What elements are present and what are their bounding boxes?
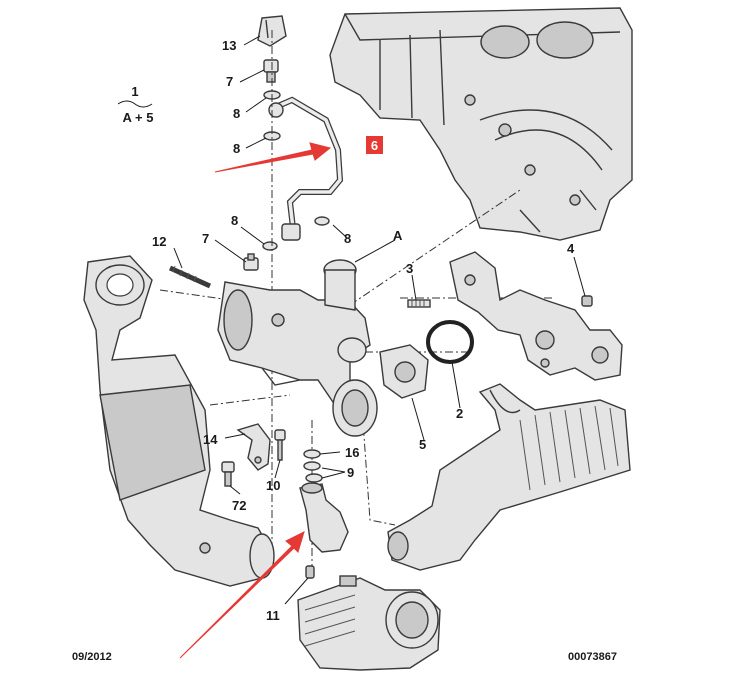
callout-6: 6 [371, 138, 378, 153]
assembly-tilde [117, 100, 153, 108]
callout-4: 4 [567, 241, 575, 256]
callout-3: 3 [406, 261, 413, 276]
callout-8-upper-1: 8 [233, 106, 240, 121]
gasket-ring [426, 320, 474, 364]
callout-8-mid-right: 8 [344, 231, 351, 246]
stud-nut [581, 295, 593, 307]
callout-10: 10 [266, 478, 280, 493]
exhaust-manifold-gasket [449, 251, 623, 381]
callout-labels: 1 A + 5 13 7 8 8 6 8 7 8 A 12 3 4 2 5 14… [117, 38, 575, 623]
callout-A: A [393, 228, 403, 243]
callout-13: 13 [222, 38, 236, 53]
callout-14: 14 [203, 432, 218, 447]
intake-hose [387, 383, 631, 571]
red-arrow-lower [179, 531, 305, 659]
washer-4 [314, 216, 330, 226]
callout-7-lower: 7 [202, 231, 209, 246]
banjo-bolt-lower [243, 253, 259, 271]
callout-8-mid-left: 8 [231, 213, 238, 228]
callout-7-upper: 7 [226, 74, 233, 89]
support-bracket [236, 423, 271, 471]
callout-1: 1 [131, 84, 138, 99]
bolt-11 [305, 565, 315, 579]
callout-72: 72 [232, 498, 246, 513]
red-arrow-upper [214, 142, 332, 173]
callout-8-upper-2: 8 [233, 141, 240, 156]
turbocharger [217, 259, 378, 437]
assembly-note: A + 5 [123, 110, 154, 125]
footer-date: 09/2012 [72, 651, 112, 663]
bolt-72 [221, 461, 235, 487]
callout-2: 2 [456, 406, 463, 421]
callout-12: 12 [152, 234, 166, 249]
axis-line-5 [359, 379, 396, 526]
bolt-10 [274, 429, 286, 461]
engine-block [329, 7, 633, 241]
leader-lines [173, 35, 586, 605]
oil-filter-housing [297, 575, 441, 671]
axis-line-7 [349, 189, 521, 306]
callout-5: 5 [419, 437, 426, 452]
annotation-arrows [179, 142, 332, 659]
banjo-bolt-upper [263, 59, 279, 83]
washer-16 [303, 449, 321, 459]
stud-12 [168, 265, 212, 289]
washer-9a [303, 461, 321, 471]
washer-3 [262, 241, 278, 251]
catalytic-converter [83, 255, 275, 587]
footer-reference: 00073867 [568, 651, 617, 663]
oil-feed-pipe [268, 96, 344, 241]
axis-line-8 [159, 289, 231, 301]
callout-11: 11 [266, 608, 280, 623]
callout-6-highlight-box [366, 136, 383, 154]
washer-9b [305, 473, 323, 483]
oil-return-pipe [299, 482, 349, 553]
stud [407, 299, 431, 308]
callout-16: 16 [345, 445, 359, 460]
axis-line-3 [209, 394, 291, 406]
wastegate-actuator [379, 344, 429, 399]
callout-9: 9 [347, 465, 354, 480]
